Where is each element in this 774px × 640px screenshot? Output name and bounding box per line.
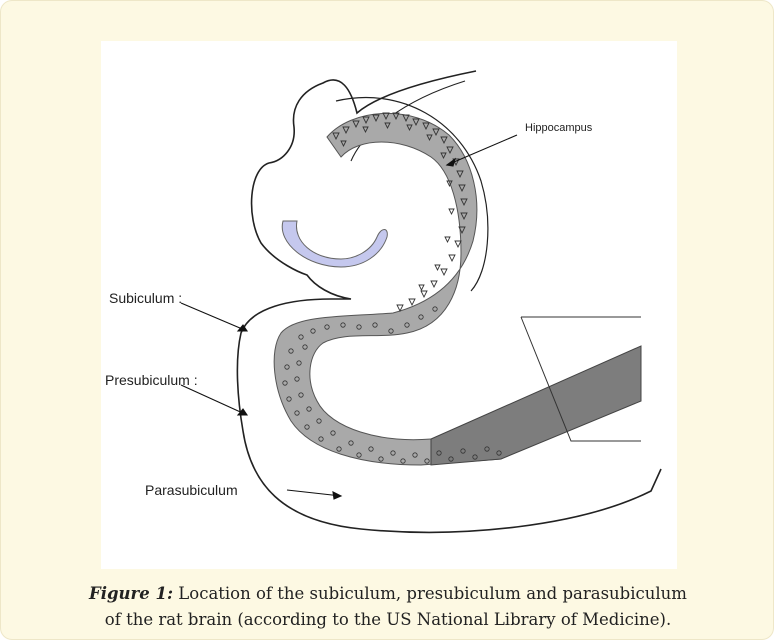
figure-caption: Figure 1: Location of the subiculum, pre… — [21, 581, 755, 633]
caption-label: Figure 1: — [89, 584, 173, 603]
figure-image: Hippocampus Subiculum : Presubiculum : P… — [101, 41, 677, 569]
label-hippocampus: Hippocampus — [525, 122, 593, 134]
hippocampal-formation-diagram: Hippocampus Subiculum : Presubiculum : P… — [101, 41, 677, 569]
label-presubiculum: Presubiculum : — [105, 372, 198, 388]
caption-text-1: Location of the subiculum, presubiculum … — [173, 584, 687, 603]
entorhinal-band — [431, 346, 641, 465]
label-parasubiculum: Parasubiculum — [145, 482, 238, 498]
cell-band — [274, 113, 501, 465]
label-subiculum: Subiculum : — [109, 290, 182, 306]
caption-line-1: Figure 1: Location of the subiculum, pre… — [21, 581, 755, 607]
caption-text-2: of the rat brain (according to the US Na… — [21, 607, 755, 633]
dentate-gyrus — [282, 221, 387, 267]
